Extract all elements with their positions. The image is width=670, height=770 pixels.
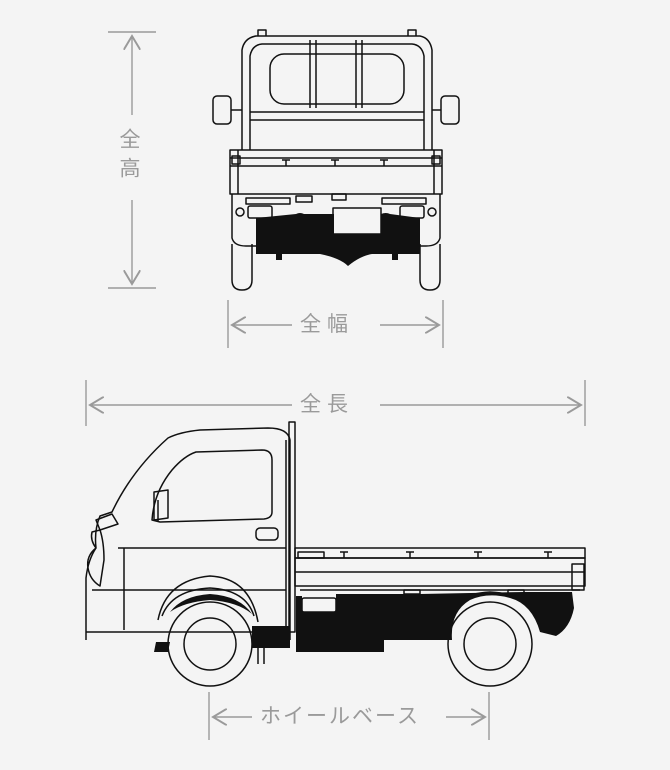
side-undercarriage (296, 592, 574, 652)
truck-rear-view (212, 29, 460, 291)
truck-side-view (85, 421, 586, 687)
rear-undercarriage (256, 213, 420, 266)
width-dimension (227, 300, 444, 348)
front-air-dam (154, 642, 170, 652)
wheelbase-label: ホイールベース (256, 706, 424, 727)
length-dimension (85, 380, 586, 426)
height-dimension (108, 31, 156, 289)
wheelbase-dimension (208, 692, 490, 740)
front-wheel-well-shadow (170, 594, 252, 614)
height-label: 全高 (117, 124, 141, 190)
length-label: 全長 (296, 394, 358, 415)
front-underbody (252, 626, 290, 648)
width-label: 全幅 (296, 314, 358, 335)
